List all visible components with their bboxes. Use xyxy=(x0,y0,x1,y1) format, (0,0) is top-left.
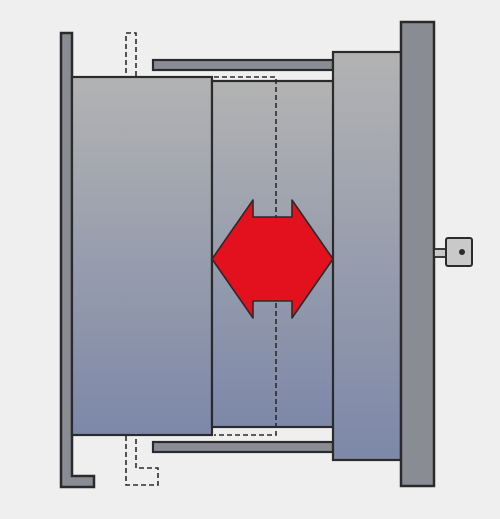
stationary-platen xyxy=(331,50,403,462)
ejector-plate-dashed xyxy=(125,32,159,486)
key-icon xyxy=(433,237,473,267)
right-clamp-plate xyxy=(399,20,436,488)
moving-mold-half xyxy=(70,75,214,437)
upper-guide-rail xyxy=(151,58,335,72)
lower-guide-rail xyxy=(151,440,335,454)
double-headed-arrow-icon xyxy=(211,199,334,319)
left-clamp-plate xyxy=(59,31,96,489)
